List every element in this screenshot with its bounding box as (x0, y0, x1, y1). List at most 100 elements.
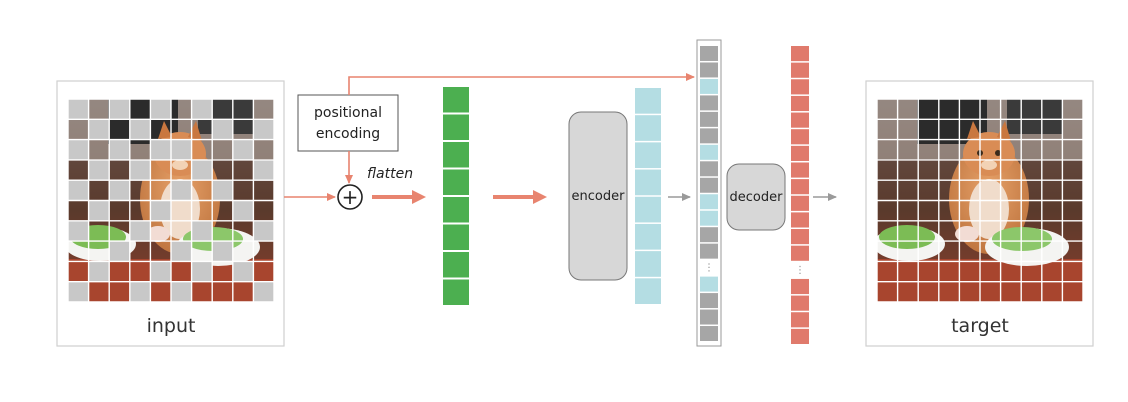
positional-encoding-box (297, 94, 399, 152)
reconstructed-token (791, 295, 809, 311)
masked-patch (129, 220, 151, 242)
input-patch-grid (67, 98, 275, 303)
reconstructed-token (791, 46, 809, 62)
decoder-input-token-column: ⋮ (700, 46, 718, 341)
green-token-column (443, 87, 469, 305)
reconstructed-token (791, 112, 809, 128)
visible-token (700, 194, 718, 210)
green-token (443, 252, 469, 278)
masked-patch (109, 139, 130, 160)
masked-patch (68, 180, 89, 201)
visible-token (700, 78, 718, 94)
masked-patch (68, 281, 89, 302)
masked-patch (129, 119, 151, 140)
encoded-token (635, 223, 661, 250)
decoder-output-token-column: ⋮ (791, 46, 809, 344)
masked-patch (232, 139, 254, 160)
masked-patch (191, 261, 213, 282)
mask-token (700, 177, 718, 193)
encoded-token (635, 278, 661, 304)
visible-token (700, 144, 718, 160)
encoder-label: encoder (572, 189, 626, 204)
green-token (443, 169, 469, 195)
add-operator-circle (337, 184, 363, 210)
mask-token (700, 309, 718, 325)
reconstructed-token (791, 79, 809, 95)
masked-patch (150, 200, 171, 221)
masked-patch (150, 99, 171, 120)
masked-patch (88, 200, 110, 221)
input-label: input (147, 315, 196, 337)
masked-patch (232, 261, 254, 282)
flatten-arrow-head (412, 190, 426, 204)
encoded-token (635, 142, 661, 169)
reconstructed-token (791, 245, 809, 261)
target-patch-grid (876, 98, 1084, 303)
masked-patch (253, 159, 274, 181)
mask-token (700, 46, 718, 61)
encoded-token (635, 196, 661, 223)
masked-patch (88, 159, 110, 181)
green-token (443, 114, 469, 140)
decoder-block (726, 163, 786, 231)
masked-patch (253, 119, 274, 140)
masked-patch (253, 281, 274, 302)
masked-patch (212, 180, 233, 201)
masked-patch (253, 220, 274, 242)
mask-token (700, 111, 718, 127)
flatten-label: flatten (367, 166, 413, 182)
masked-patch (129, 159, 151, 181)
reconstructed-token (791, 95, 809, 112)
masked-patch (88, 261, 110, 282)
masked-patch (171, 241, 192, 262)
masked-patch (232, 200, 254, 221)
reconstructed-token (791, 145, 809, 161)
masked-patch (171, 281, 192, 302)
masked-patch (191, 159, 213, 181)
mask-token (700, 128, 718, 144)
mask-token (700, 326, 718, 341)
positional-encoding-label-line2: encoding (316, 126, 380, 142)
positional-encoding-label-line1: positional (314, 105, 382, 121)
masked-patch (191, 220, 213, 242)
masked-patch (212, 119, 233, 140)
pos-encoding-to-decoder-arrow (348, 73, 695, 95)
target-label: target (951, 315, 1009, 337)
visible-token (700, 210, 718, 226)
green-token (443, 197, 469, 223)
reconstructed-token (791, 312, 809, 328)
tokens-to-encoder-arrow-head (533, 190, 547, 204)
mask-token (700, 161, 718, 177)
green-token (443, 224, 469, 250)
masked-patch (109, 241, 130, 262)
decoder-label: decoder (730, 190, 784, 205)
masked-patch (150, 139, 171, 160)
reconstructed-token (791, 278, 809, 295)
add-operator-symbol: + (342, 185, 359, 209)
mask-token (700, 95, 718, 111)
green-token (443, 279, 469, 305)
masked-patch (150, 261, 171, 282)
masked-patch (191, 99, 213, 120)
reconstructed-token (791, 195, 809, 211)
encoded-token-column (635, 88, 661, 304)
reconstructed-token (791, 162, 809, 178)
masked-patch (129, 281, 151, 302)
reconstructed-token (791, 179, 809, 195)
reconstructed-token (791, 229, 809, 245)
masked-patch (171, 180, 192, 201)
mask-token (700, 243, 718, 259)
reconstructed-token (791, 328, 809, 344)
encoder-block (568, 111, 628, 281)
mask-token (700, 227, 718, 243)
green-token (443, 87, 469, 113)
masked-patch (68, 99, 89, 120)
ellipsis-token: ⋮ (795, 265, 805, 276)
encoded-token (635, 88, 661, 114)
masked-patch (109, 180, 130, 201)
green-token (443, 142, 469, 168)
masked-patch (109, 99, 130, 120)
reconstructed-token (791, 129, 809, 145)
ellipsis-token: ⋮ (704, 263, 714, 274)
